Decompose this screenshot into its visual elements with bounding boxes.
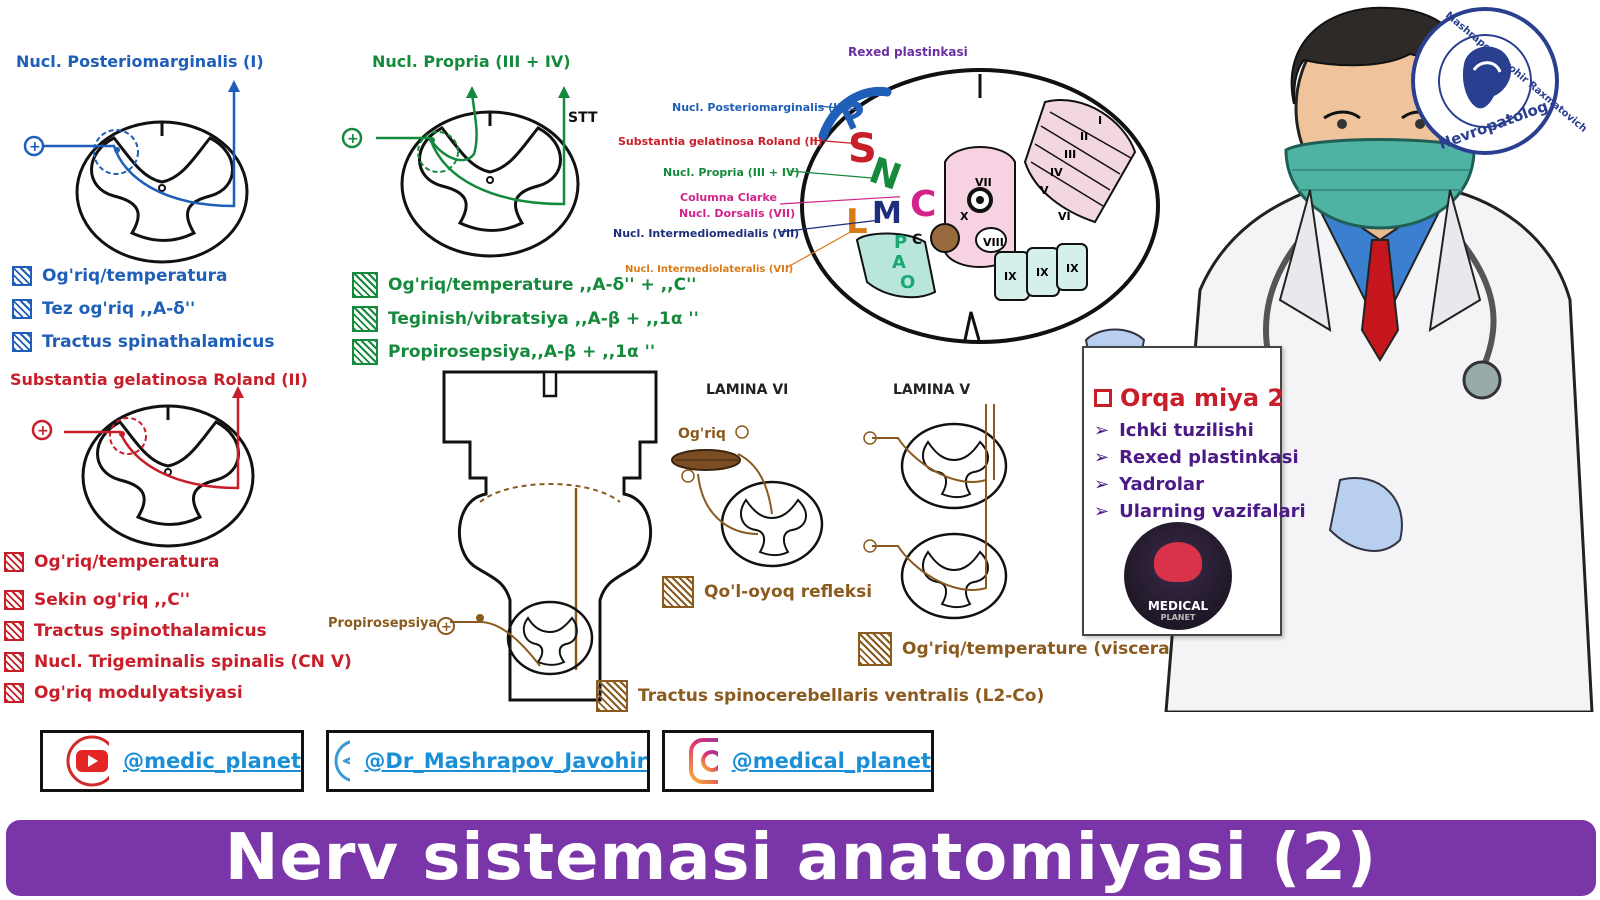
panel1-legend-1: Tez og'riq ,,A-δ'' xyxy=(12,299,195,319)
svg-text:+: + xyxy=(441,620,452,635)
rexed-label-5: Nucl. Intermediomedialis (VII) xyxy=(613,227,800,240)
spinocerebellar-diagram xyxy=(442,370,658,702)
lamina-numeral-8: VIII xyxy=(983,236,1004,249)
telegram-link-box[interactable]: @Dr_Mashrapov_Javohir xyxy=(326,730,650,792)
arrow-icon: ➢ xyxy=(1094,474,1110,495)
lamina5-title: LAMINA V xyxy=(893,382,971,398)
telegram-link[interactable]: @Dr_Mashrapov_Javohir xyxy=(364,749,647,773)
svg-text:+: + xyxy=(37,423,49,439)
panel1-title: Nucl. Posteriomarginalis (I) xyxy=(16,52,264,71)
lamina-numeral-9a: IX xyxy=(1004,270,1017,283)
rexed-label-6: Nucl. Intermediolateralis (VII) xyxy=(625,264,794,275)
panel1-legend-2: Tractus spinathalamicus xyxy=(12,332,274,352)
rexed-letter-s: S xyxy=(848,126,877,172)
panel2-cord-diagram: + xyxy=(31,386,255,548)
board-title: Orqa miya 2 xyxy=(1094,384,1284,412)
visceral-legend: Og'riq/temperature (visceral xyxy=(858,632,1176,666)
rexed-cord-diagram xyxy=(800,68,1160,344)
svg-text:+: + xyxy=(29,139,41,155)
scv-legend: Tractus spinocerebellaris ventralis (L2-… xyxy=(596,680,1044,712)
panel3-legend-2: Propirosepsiya,,A-β + ,,1α '' xyxy=(352,339,655,365)
lamina-numeral-9b: IX xyxy=(1036,266,1049,279)
telegram-icon xyxy=(334,740,351,782)
rexed-label-1: Substantia gelatinosa Roland (II) xyxy=(618,135,823,148)
panel2-legend-1: Sekin og'riq ,,C'' xyxy=(4,590,190,610)
lamina6-title: LAMINA VI xyxy=(706,382,789,398)
arrow-icon: ➢ xyxy=(1094,501,1110,522)
rexed-letter-p2: P xyxy=(894,232,908,253)
propirosepsiya-plus-icon: + xyxy=(437,614,484,635)
youtube-link[interactable]: @medic_planet xyxy=(123,749,301,773)
stt-label: STT xyxy=(568,110,598,126)
board-item: ➢Ularning vazifalari xyxy=(1094,501,1306,522)
lamina5-diagram xyxy=(863,404,1008,620)
lamina-numeral-7: VII xyxy=(975,176,992,189)
rexed-label-4: Nucl. Dorsalis (VII) xyxy=(679,207,796,220)
board-item: ➢Rexed plastinkasi xyxy=(1094,447,1299,468)
instagram-icon xyxy=(689,738,718,784)
panel2-title: Substantia gelatinosa Roland (II) xyxy=(10,370,308,389)
panel1-cord-diagram: + xyxy=(23,80,249,264)
arrow-icon: ➢ xyxy=(1094,447,1110,468)
ogriq-label: Og'riq xyxy=(678,426,726,442)
rexed-letter-a: A xyxy=(892,252,906,273)
panel2-legend-0: Og'riq/temperatura xyxy=(4,552,219,572)
nevropatolog-seal xyxy=(1411,7,1559,155)
instagram-link[interactable]: @medical_planet xyxy=(731,749,931,773)
rexed-label-0: Nucl. Posteriomarginalis (I) xyxy=(672,101,843,114)
propirosepsiya-label: Propirosepsiya xyxy=(328,616,438,631)
lamina-numeral-3: III xyxy=(1064,148,1077,161)
board-item: ➢Ichki tuzilishi xyxy=(1094,420,1254,441)
rexed-label-3: Columna Clarke xyxy=(680,191,777,204)
panel2-legend-4: Og'riq modulyatsiyasi xyxy=(4,683,243,703)
panel1-legend-0: Og'riq/temperatura xyxy=(12,266,227,286)
youtube-icon xyxy=(66,735,110,787)
reflex-legend: Qo'l-oyoq refleksi xyxy=(662,576,872,608)
board-checkbox-icon xyxy=(1094,389,1112,407)
panel2-legend-3: Nucl. Trigeminalis spinalis (CN V) xyxy=(4,652,352,672)
arrow-icon: ➢ xyxy=(1094,420,1110,441)
badge-line2: PLANET xyxy=(1160,613,1196,622)
rexed-title: Rexed plastinkasi xyxy=(848,45,968,59)
rexed-letter-c2: C xyxy=(912,232,923,248)
lamina6-diagram xyxy=(671,425,824,568)
rexed-letter-c: C xyxy=(910,184,937,225)
youtube-link-box[interactable]: @medic_planet xyxy=(40,730,304,792)
lamina-numeral-5: V xyxy=(1040,184,1049,197)
banner-title: Nerv sistemasi anatomiyasi (2) xyxy=(6,820,1596,896)
medical-planet-badge: MEDICAL PLANET xyxy=(1124,522,1232,630)
board-item: ➢Yadrolar xyxy=(1094,474,1204,495)
panel3-legend-0: Og'riq/temperature ,,A-δ'' + ,,C'' xyxy=(352,272,697,298)
lamina-numeral-2: II xyxy=(1080,130,1089,143)
lamina-numeral-4: IV xyxy=(1050,166,1063,179)
rexed-letter-o: O xyxy=(900,272,916,293)
svg-text:+: + xyxy=(347,131,359,147)
instagram-link-box[interactable]: @medical_planet xyxy=(662,730,934,792)
panel2-legend-2: Tractus spinothalamicus xyxy=(4,621,267,641)
panel3-legend-1: Teginish/vibratsiya ,,A-β + ,,1α '' xyxy=(352,306,699,332)
badge-line1: MEDICAL xyxy=(1147,599,1209,613)
rexed-pointer-lines xyxy=(779,105,900,269)
heart-icon xyxy=(1154,542,1202,582)
lamina-numeral-6: VI xyxy=(1058,210,1071,223)
lamina-numeral-10: X xyxy=(960,210,969,223)
rexed-letter-m: M xyxy=(872,196,902,231)
lamina-numeral-9c: IX xyxy=(1066,262,1079,275)
panel3-cord-diagram: + xyxy=(341,86,580,258)
panel3-title: Nucl. Propria (III + IV) xyxy=(372,52,571,71)
board-list: ➢Ichki tuzilishi ➢Rexed plastinkasi ➢Yad… xyxy=(1094,414,1306,528)
rexed-label-2: Nucl. Propria (III + IV) xyxy=(663,166,800,179)
lamina-numeral-1: I xyxy=(1098,114,1103,127)
